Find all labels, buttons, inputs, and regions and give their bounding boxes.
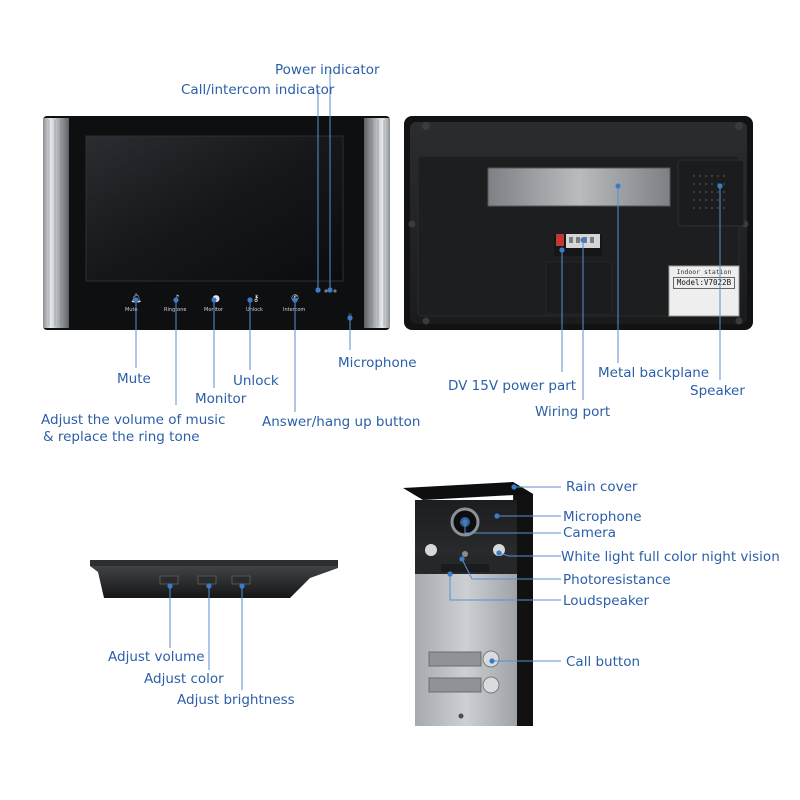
label-power-indicator: Power indicator	[275, 62, 380, 78]
label-speaker: Speaker	[690, 383, 745, 399]
door-station-body	[403, 482, 533, 726]
monitor-side-body	[90, 560, 338, 598]
intercom-button-label: Intercom	[283, 307, 306, 313]
label-mute: Mute	[117, 371, 151, 387]
label-white-light: White light full color night vision	[561, 549, 780, 565]
mute-button-label: Mute	[125, 307, 138, 313]
unlock-button-label: Unlock	[246, 307, 263, 313]
label-adjust-color: Adjust color	[144, 671, 224, 687]
label-loudspeaker: Loudspeaker	[563, 593, 650, 609]
model-sticker: Indoor station Model:V7022B	[671, 268, 737, 314]
monitor-side	[90, 558, 338, 600]
label-dv-power: DV 15V power part	[448, 378, 577, 394]
label-microphone-door: Microphone	[563, 509, 642, 525]
label-call-button: Call button	[566, 654, 641, 670]
label-photoresistance: Photoresistance	[563, 572, 671, 588]
label-metal-backplane: Metal backplane	[598, 365, 710, 381]
monitor-back: Indoor station Model:V7022B	[404, 116, 753, 330]
unlock-button[interactable]: ⚷ Unlock	[246, 294, 263, 316]
label-adjust-music-2: & replace the ring tone	[43, 429, 200, 445]
label-adjust-volume: Adjust volume	[108, 649, 205, 665]
ringtone-button-label: Ringtone	[164, 307, 187, 313]
label-call-intercom-indicator: Call/intercom indicator	[181, 82, 335, 98]
key-icon: ⚷	[252, 294, 260, 304]
monitor-front: 🔔︎ Mute ♪ Ringtone ● Monitor ⚷ Unlock ✆ …	[43, 116, 390, 330]
label-wiring-port: Wiring port	[535, 404, 611, 420]
monitor-back-body	[404, 116, 753, 330]
label-adjust-brightness: Adjust brightness	[177, 692, 295, 708]
label-answer-hangup: Answer/hang up button	[262, 414, 421, 430]
sticker-title: Indoor station	[676, 268, 732, 276]
label-adjust-music-1: Adjust the volume of music	[41, 412, 226, 428]
label-unlock: Unlock	[233, 373, 279, 389]
label-camera: Camera	[563, 525, 616, 541]
label-microphone-front: Microphone	[338, 355, 417, 371]
label-rain-cover: Rain cover	[566, 479, 638, 495]
monitor-front-body	[43, 116, 390, 330]
sticker-model: Model:V7022B	[673, 277, 735, 289]
door-station	[403, 478, 535, 728]
label-monitor: Monitor	[195, 391, 247, 407]
